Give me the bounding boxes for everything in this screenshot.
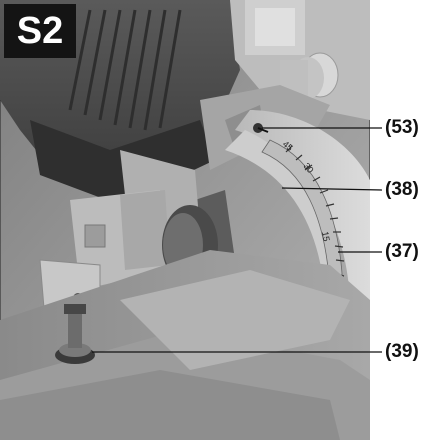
scale-number-30: 30 [301,161,315,175]
pointer-screw [253,123,263,133]
callout-39: (39) [385,341,419,362]
callout-37: (37) [385,241,419,262]
scale-number-15: 15 [320,231,332,243]
step-badge: S2 [4,4,76,58]
photo-area: 45 30 15 0 [0,0,370,440]
callout-38: (38) [385,179,419,200]
callout-53: (53) [385,117,419,138]
leader-line-38 [281,187,383,191]
leader-lines [92,127,383,353]
scale-number-45: 45 [281,139,295,153]
